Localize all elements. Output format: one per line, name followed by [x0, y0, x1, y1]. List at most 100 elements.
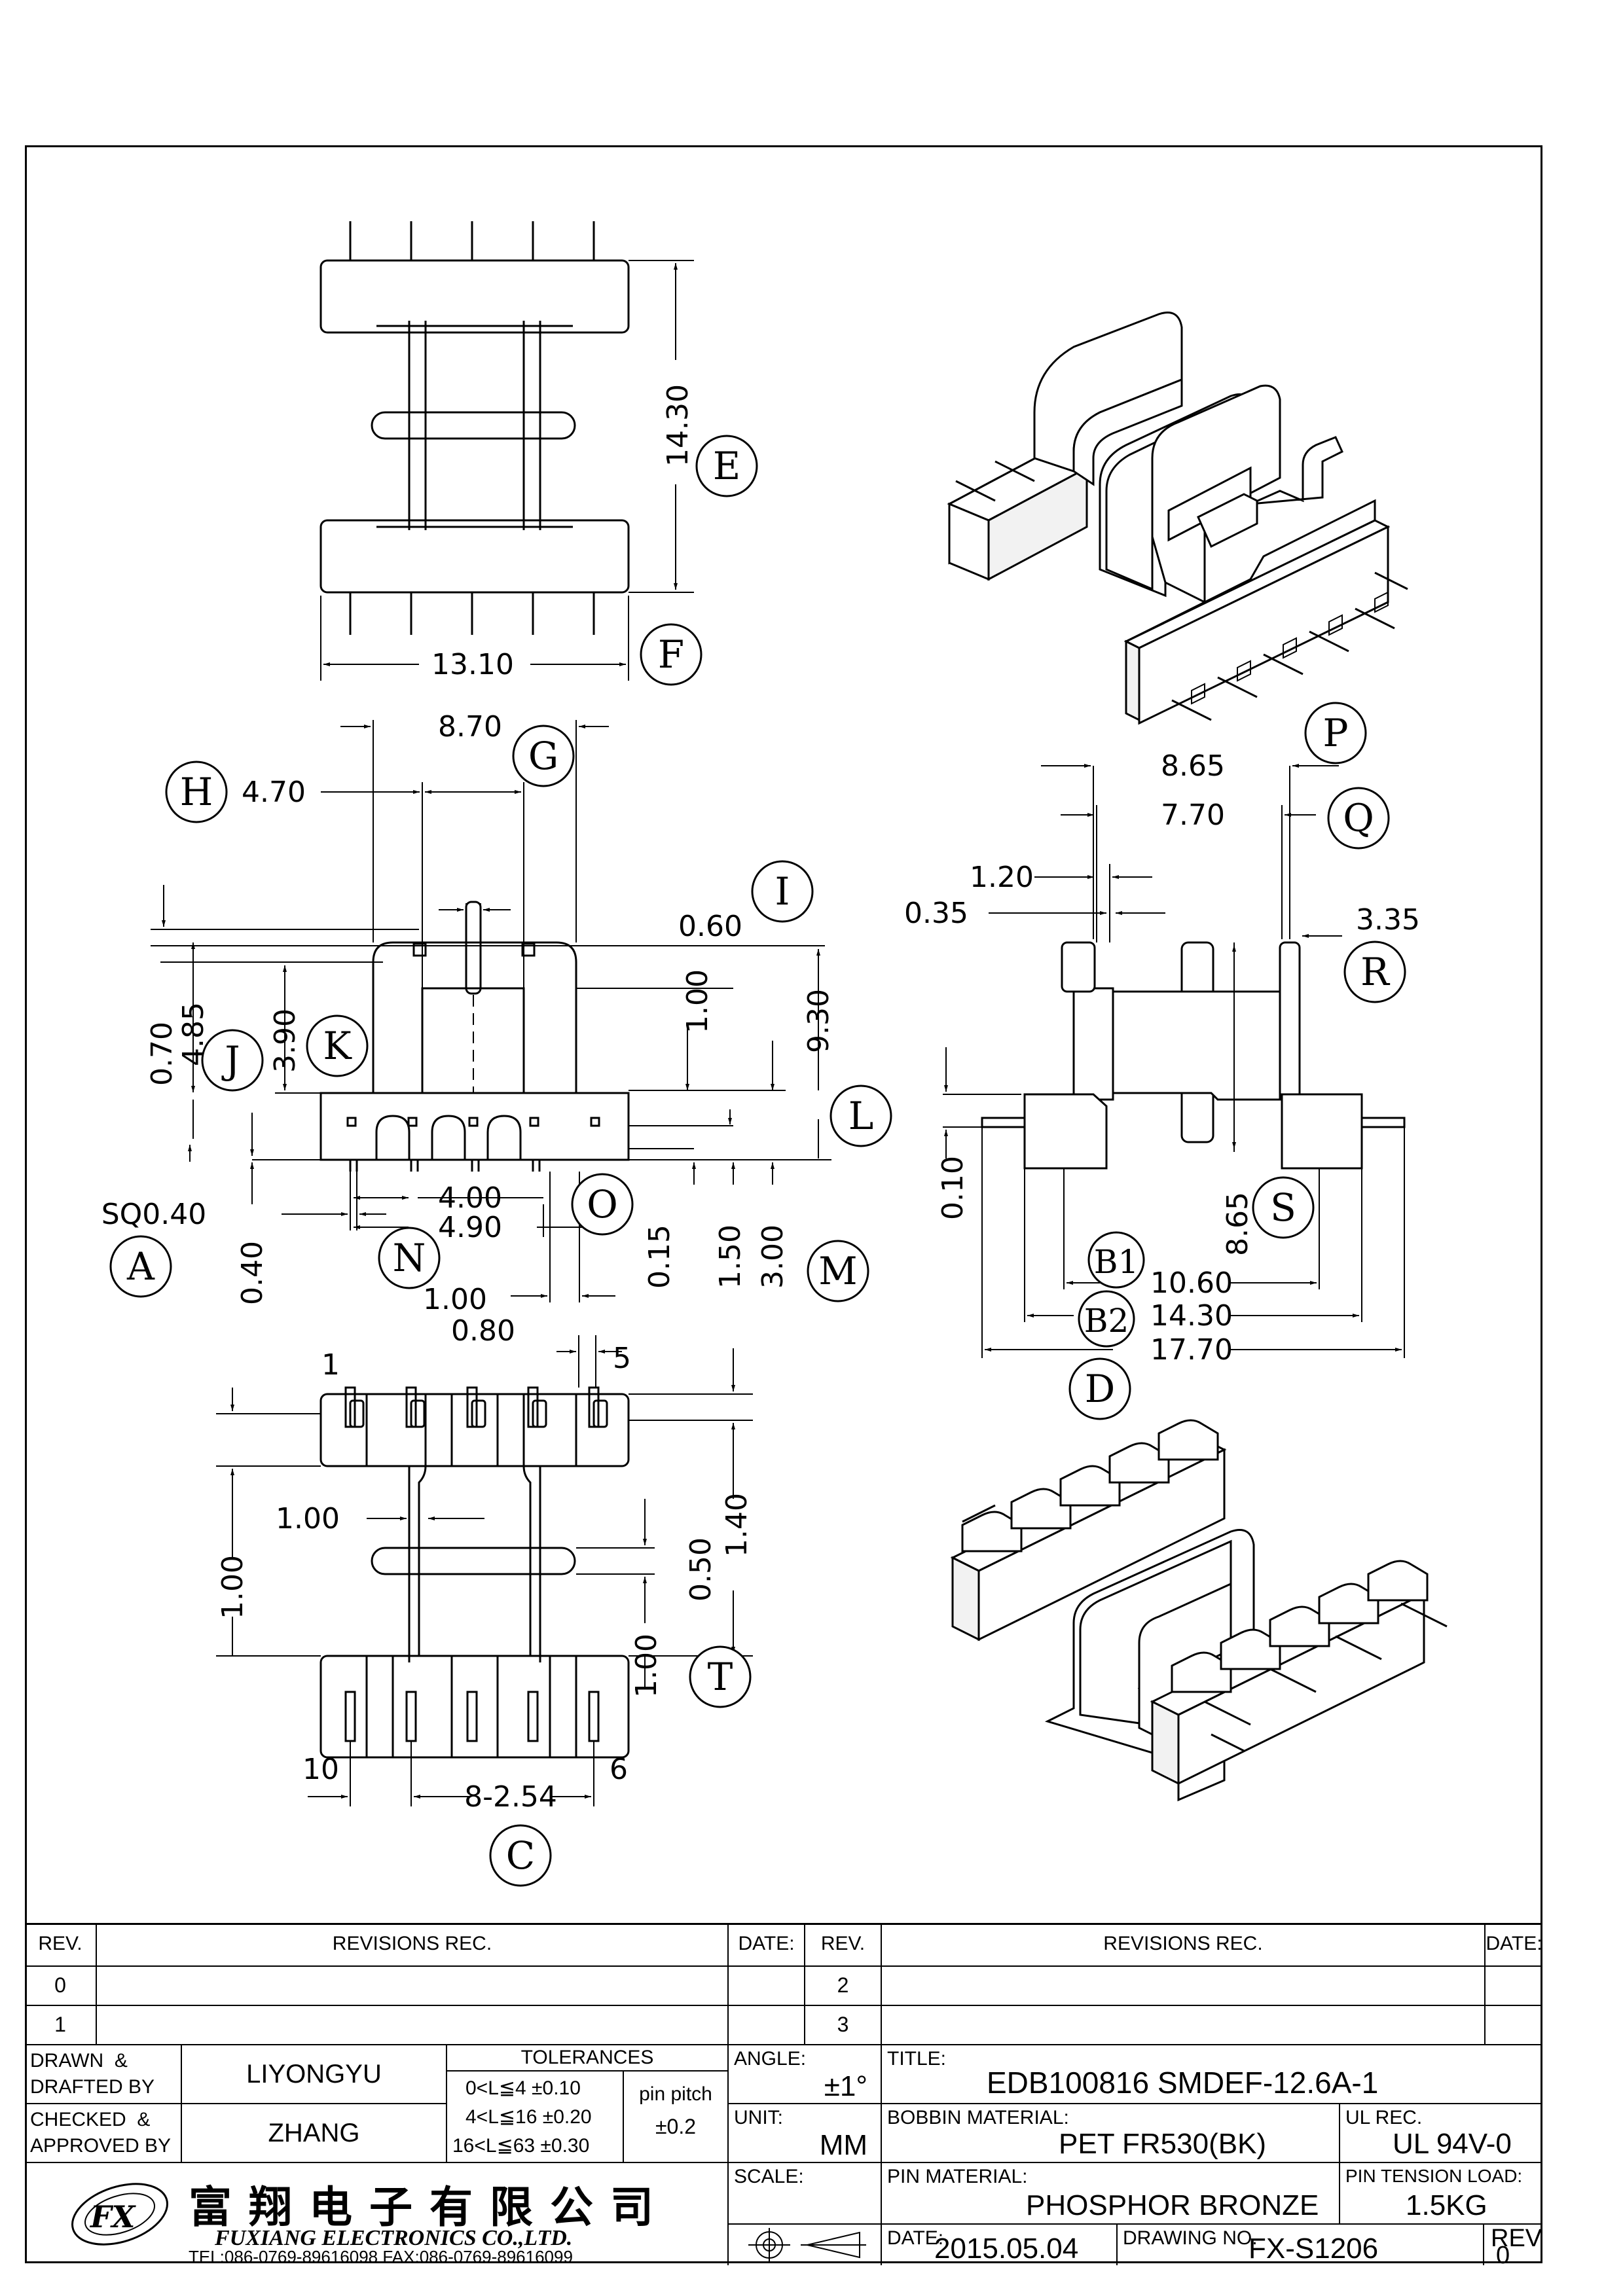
revisions-header-2: REVISIONS REC. [882, 1925, 1486, 1967]
rev-0: 0 [25, 1967, 97, 2006]
pin-5: 5 [613, 1342, 631, 1375]
label-n: N [393, 1236, 426, 1280]
bottom-view: 1 5 10 6 1.00 1.00 1.40 0.50 1.00 8-2.54… [216, 1335, 754, 1887]
pin-material: PIN MATERIAL: PHOSPHOR BRONZE [882, 2163, 1340, 2225]
part-title: EDB100816 SMDEF-12.6A-1 [987, 2066, 1379, 2100]
third-angle-projection-icon [748, 2228, 866, 2262]
dim-9-30: 9.30 [802, 989, 835, 1053]
dim-8-2-54: 8-2.54 [464, 1780, 557, 1814]
label-l: L [848, 1094, 874, 1138]
dim-17-70: 17.70 [1150, 1333, 1233, 1367]
projection-symbol [729, 2225, 882, 2265]
dim-1-00-c: 1.00 [276, 1502, 340, 1535]
dim-8-65-b: 8.65 [1221, 1192, 1254, 1256]
label-k: K [323, 1024, 352, 1068]
dim-0-15: 0.15 [643, 1225, 676, 1289]
front-view: 8.70 4.70 0.60 1.00 9.30 0.70 4.85 3.90 … [101, 710, 892, 1348]
rev-0-date [729, 1967, 805, 2006]
dim-1-00-b: 1.00 [423, 1283, 487, 1316]
dim-1-00-e: 1.00 [630, 1634, 663, 1698]
dim-8-70: 8.70 [438, 710, 502, 744]
pin-tension: PIN TENSION LOAD: 1.5KG [1340, 2163, 1542, 2225]
dim-14-30: 14.30 [661, 384, 695, 467]
dim-sq0-40: SQ0.40 [101, 1198, 207, 1231]
label-b1: B1 [1094, 1243, 1139, 1281]
title-block: REV. REVISIONS REC. DATE: REV. REVISIONS… [25, 1923, 1542, 2265]
dim-1-20: 1.20 [970, 861, 1034, 894]
rev-3-desc [882, 2006, 1486, 2045]
dim-10-60: 10.60 [1150, 1266, 1233, 1300]
ul-rec: UL REC. UL 94V-0 [1340, 2104, 1542, 2163]
company-contact: TEL:086-0769-89616098 FAX:086-0769-89616… [189, 2247, 573, 2265]
label-s: S [1270, 1185, 1296, 1230]
dim-0-80: 0.80 [451, 1314, 515, 1348]
label-e: E [713, 444, 740, 488]
rev-1-date [729, 2006, 805, 2045]
dim-1-00-d: 1.00 [216, 1555, 249, 1619]
dim-0-50: 0.50 [684, 1537, 718, 1602]
label-o: O [587, 1182, 618, 1227]
dim-3-35: 3.35 [1356, 903, 1420, 937]
side-view: 8.65 7.70 1.20 0.35 3.35 0.10 8.65 10.60… [904, 702, 1420, 1420]
dim-3-90: 3.90 [268, 1009, 302, 1073]
rev-0-desc [97, 1967, 729, 2006]
dim-0-10: 0.10 [936, 1156, 970, 1220]
label-c: C [506, 1833, 535, 1878]
rev-3: 3 [805, 2006, 882, 2045]
company-name-cn: 富翔电子有限公司 [189, 2181, 670, 2233]
pin-10: 10 [302, 1753, 339, 1786]
label-b2: B2 [1084, 1302, 1129, 1340]
top-view: 14.30 13.10 E F [319, 221, 758, 686]
dim-3-00: 3.00 [756, 1225, 790, 1289]
rev-3-date [1486, 2006, 1542, 2045]
rev-header: REV. [25, 1925, 97, 1967]
dim-1-00-a: 1.00 [681, 969, 714, 1033]
drawn-by: LIYONGYU [182, 2045, 447, 2104]
rev-header-2: REV. [805, 1925, 882, 1967]
label-r: R [1360, 950, 1391, 994]
company-name-en: FUXIANG ELECTRONICS CO.,LTD. [215, 2226, 573, 2250]
label-g: G [528, 734, 558, 778]
angle: ANGLE: ±1° [729, 2045, 882, 2104]
revision: REV. 0 [1491, 2225, 1542, 2265]
label-m: M [818, 1249, 857, 1293]
pin-6: 6 [610, 1753, 628, 1786]
tolerances-header: TOLERANCES [447, 2045, 729, 2072]
label-q: Q [1343, 796, 1374, 840]
tolerances-values: 0<L≦4 ±0.10 4<L≦16 ±0.20 16<L≦63 ±0.30 [447, 2072, 624, 2163]
label-f: F [658, 632, 684, 677]
pin-pitch: pin pitch ±0.2 [624, 2072, 729, 2163]
pin-1: 1 [321, 1348, 340, 1382]
dim-4-00: 4.00 [438, 1181, 502, 1215]
company-logo-icon: FX [71, 2183, 169, 2246]
dim-8-65-a: 8.65 [1161, 749, 1225, 783]
checked-label: CHECKED & APPROVED BY [25, 2104, 182, 2163]
dim-0-70: 0.70 [145, 1022, 179, 1086]
dim-1-40: 1.40 [720, 1493, 754, 1557]
label-a: A [126, 1244, 155, 1289]
unit: UNIT: MM [729, 2104, 882, 2163]
dim-0-40: 0.40 [236, 1241, 269, 1305]
label-h: H [180, 770, 213, 814]
dim-0-60: 0.60 [678, 910, 742, 943]
rev-2: 2 [805, 1967, 882, 2006]
rev-2-desc [882, 1967, 1486, 2006]
label-p: P [1322, 711, 1348, 755]
rev-1: 1 [25, 2006, 97, 2045]
drawing-number: DRAWING NO. FX-S1206 [1118, 2225, 1484, 2265]
company-logo-lettering: FX [89, 2199, 137, 2234]
rev-2-date [1486, 1967, 1542, 2006]
isometric-view-top [947, 312, 1408, 725]
date: DATE: 2015.05.04 [882, 2225, 1118, 2265]
scale: SCALE: [729, 2163, 882, 2225]
dim-1-50: 1.50 [714, 1225, 747, 1289]
drawn-label: DRAWN & DRAFTED BY [25, 2045, 182, 2104]
label-d: D [1085, 1367, 1116, 1411]
dim-13-10: 13.10 [431, 648, 514, 681]
dim-7-70: 7.70 [1161, 798, 1225, 832]
checked-by: ZHANG [182, 2104, 447, 2163]
dim-4-70: 4.70 [242, 776, 306, 809]
dim-4-90: 4.90 [438, 1211, 502, 1244]
rev-1-desc [97, 2006, 729, 2045]
